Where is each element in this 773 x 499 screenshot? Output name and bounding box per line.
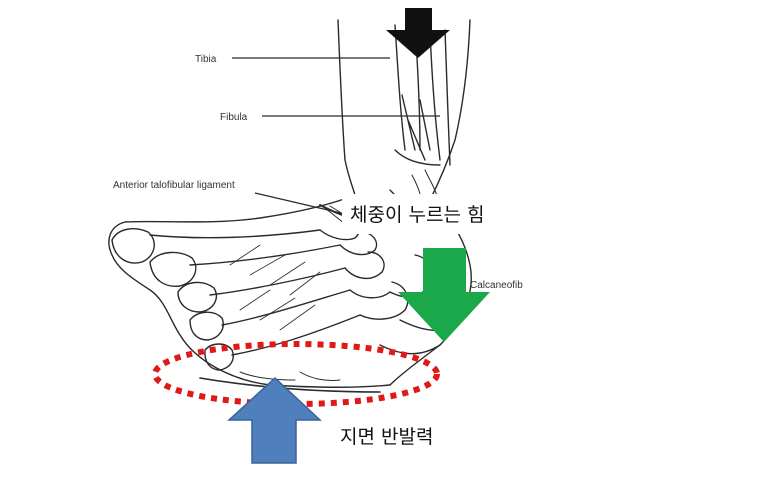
atfl-label: Anterior talofibular ligament (113, 180, 235, 191)
ground-reaction-label: 지면 반발력 (340, 426, 433, 448)
calcaneofibular-label: Calcaneofib (470, 280, 523, 291)
ground-contact-ellipse (152, 341, 440, 407)
fibula-label: Fibula (220, 112, 248, 123)
tibia-label: Tibia (195, 54, 217, 65)
blue-up-arrow-icon (227, 376, 322, 464)
body-weight-label: 체중이 누르는 힘 (350, 204, 484, 226)
body-weight-label-box: 체중이 누르는 힘 (342, 194, 558, 234)
black-down-arrow-icon (386, 8, 450, 58)
green-down-arrow-icon (398, 248, 490, 342)
anatomy-labels: Tibia Fibula Anterior talofibular ligame… (113, 54, 523, 291)
